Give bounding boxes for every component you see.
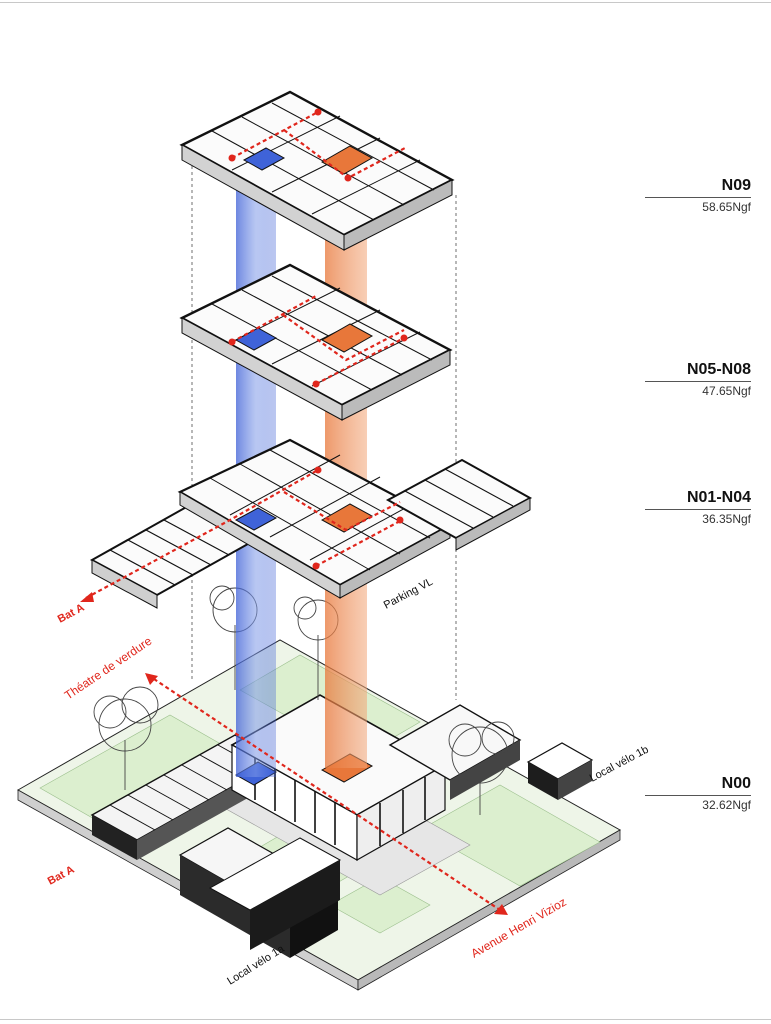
label-velo-1a: Local vélo 1a xyxy=(225,943,287,988)
circulation-paths xyxy=(85,111,501,911)
level-rule xyxy=(645,795,751,796)
label-bat-a-lower: Bat A xyxy=(46,864,77,888)
level-ngf: 58.65Ngf xyxy=(702,200,751,214)
level-rule xyxy=(645,509,751,510)
floor-n01-n04 xyxy=(89,438,533,609)
label-theatre: Théatre de verdure xyxy=(62,634,155,703)
trees xyxy=(93,585,515,815)
path-arrows xyxy=(80,592,508,915)
top-frame-line xyxy=(0,2,771,3)
label-parking: Parking VL xyxy=(382,576,435,612)
level-rule xyxy=(645,197,751,198)
path-nodes xyxy=(228,108,408,570)
level-ngf: 32.62Ngf xyxy=(702,798,751,812)
level-code: N01-N04 xyxy=(686,489,751,506)
level-ngf: 47.65Ngf xyxy=(702,384,751,398)
level-n05-n08: N05-N08 47.65Ngf xyxy=(645,361,751,398)
level-code: N00 xyxy=(721,775,751,792)
bottom-frame-line xyxy=(0,1019,771,1020)
label-velo-1b: Local vélo 1b xyxy=(588,744,651,785)
level-n00: N00 32.62Ngf xyxy=(645,775,751,812)
label-bat-a-upper: Bat A xyxy=(56,602,87,626)
level-rule xyxy=(645,381,751,382)
level-ngf: 36.35Ngf xyxy=(702,512,751,526)
floor-n05-n08 xyxy=(179,263,453,421)
floor-n09 xyxy=(179,90,455,251)
level-code: N09 xyxy=(721,177,751,194)
level-code: N05-N08 xyxy=(686,361,751,378)
level-n09: N09 58.65Ngf xyxy=(645,177,751,214)
projection-guides xyxy=(191,160,457,700)
ground-level-n00 xyxy=(16,639,622,991)
level-n01-n04: N01-N04 36.35Ngf xyxy=(645,489,751,526)
